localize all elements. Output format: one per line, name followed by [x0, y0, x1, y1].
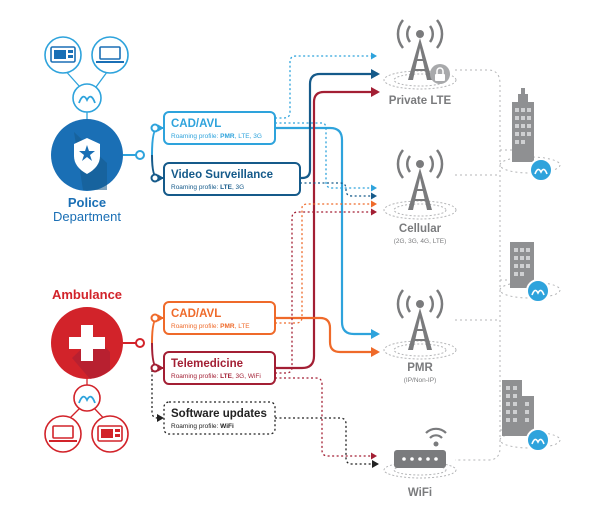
laptop-icon	[44, 415, 82, 453]
police-video-node	[150, 173, 160, 183]
pmr-label: PMR	[407, 362, 433, 374]
building-icon	[502, 380, 550, 452]
medical-cross-icon	[69, 325, 105, 361]
vehicle-terminal-icon	[44, 36, 82, 74]
fallback-routes	[275, 52, 379, 468]
wifi-label: WiFi	[408, 487, 432, 499]
police-cad-box: CAD/AVL Roaming profile: PMR, LTE, 3G	[163, 111, 276, 145]
route-amb-cad-to-pmr	[275, 316, 380, 357]
route-amb-tele-to-private-lte	[275, 87, 380, 370]
pmr-tower	[382, 288, 458, 361]
amb-tele-title: Telemedicine	[171, 358, 243, 370]
police-cad-profile: Roaming profile: PMR, LTE, 3G	[171, 133, 262, 140]
police-video-box: Video Surveillance Roaming profile: LTE,…	[163, 162, 301, 196]
software-updates-title: Software updates	[171, 408, 267, 420]
ambulance-branch-node	[135, 338, 145, 348]
amb-cad-profile: Roaming profile: PMR, LTE	[171, 323, 250, 330]
router-icon	[73, 384, 101, 412]
police-shield-icon	[74, 138, 100, 174]
amb-cad-node	[150, 313, 160, 323]
amb-tele-node	[150, 363, 160, 373]
ambulance-label: Ambulance	[52, 287, 122, 302]
route-police-cad-to-pmr	[275, 126, 380, 339]
pmr-sublabel: (IP/Non-IP)	[404, 377, 437, 384]
amb-tele-box: Telemedicine Roaming profile: LTE, 3G, W…	[163, 351, 276, 385]
police-label-line2: Department	[53, 209, 121, 224]
vehicle-terminal-icon	[91, 415, 129, 453]
police-cad-title: CAD/AVL	[171, 118, 221, 130]
lock-icon	[430, 64, 450, 84]
police-label-line1: Police	[68, 195, 106, 210]
police-video-profile: Roaming profile: LTE, 3G	[171, 184, 244, 191]
route-police-video-to-private-lte	[300, 69, 380, 180]
police-video-title: Video Surveillance	[171, 169, 273, 181]
wifi-router-icon	[383, 427, 457, 479]
router-icon	[72, 83, 102, 113]
amb-cad-box: CAD/AVL Roaming profile: PMR, LTE	[163, 301, 276, 335]
private-lte-label: Private LTE	[389, 95, 452, 107]
cellular-sublabel: (2G, 3G, 4G, LTE)	[394, 238, 447, 245]
police-branch-node	[135, 150, 145, 160]
cellular-label: Cellular	[399, 223, 442, 235]
software-updates-profile: Roaming profile: WiFi	[171, 423, 234, 430]
police-cad-node	[150, 123, 160, 133]
building-icon	[512, 88, 553, 182]
amb-tele-profile: Roaming profile: LTE, 3G, WiFi	[171, 373, 261, 380]
amb-cad-title: CAD/AVL	[171, 308, 221, 320]
laptop-icon	[91, 36, 129, 74]
building-icon	[510, 242, 550, 303]
cellular-tower	[382, 148, 458, 221]
software-updates-box: Software updates Roaming profile: WiFi	[163, 401, 276, 435]
